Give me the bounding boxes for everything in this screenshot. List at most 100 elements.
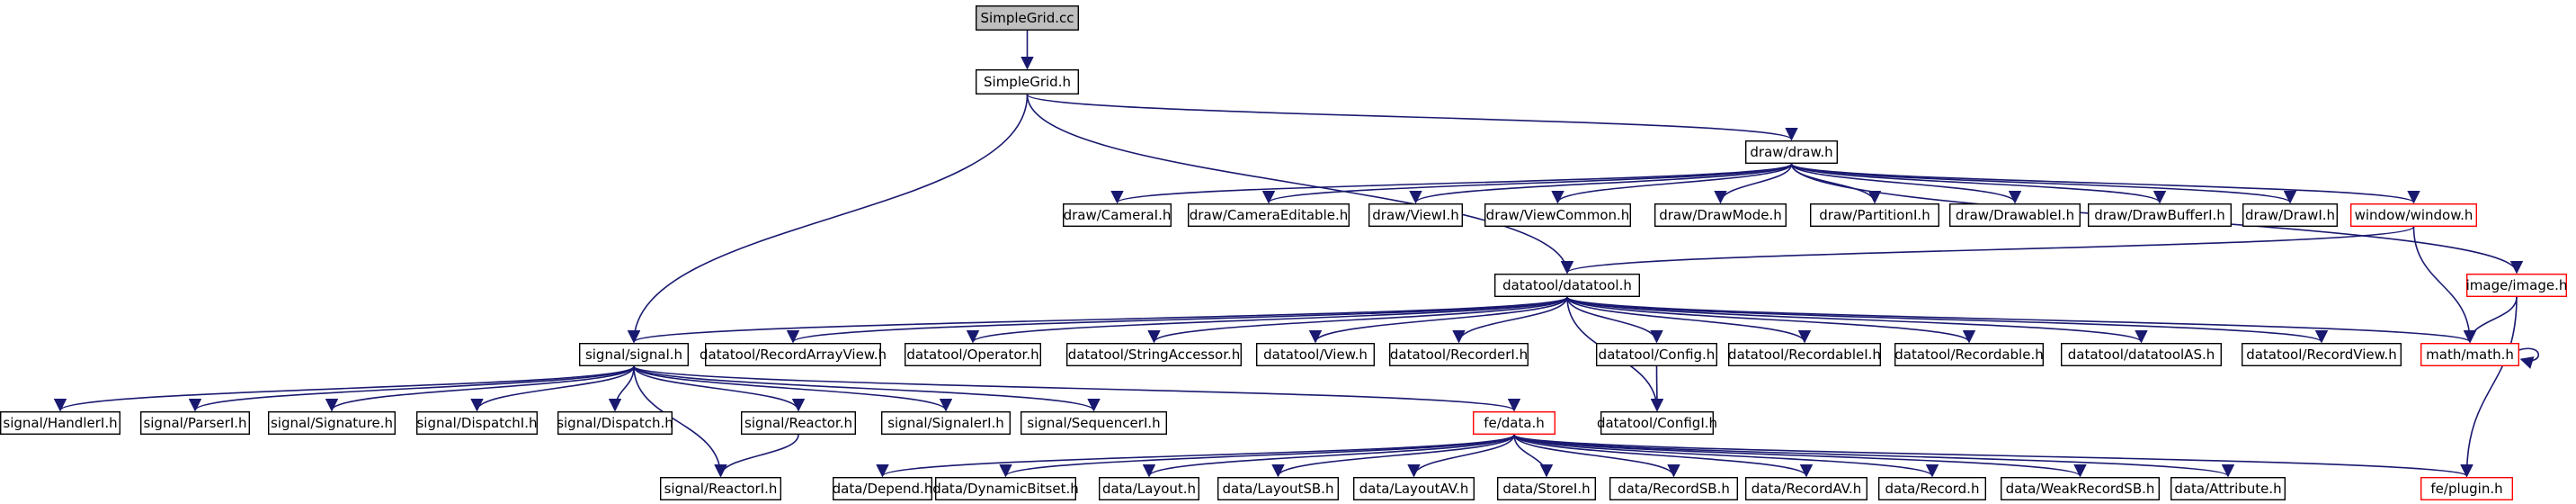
node-data_storei[interactable]: data/StoreI.h (1496, 477, 1596, 501)
node-simplegrid_cc[interactable]: SimpleGrid.cc (975, 4, 1079, 32)
node-sig_sequenceri[interactable]: signal/SequencerI.h (1020, 411, 1167, 436)
node-box[interactable] (1472, 411, 1555, 436)
node-box[interactable] (1609, 477, 1738, 501)
node-draw_drawmode[interactable]: draw/DrawMode.h (1653, 202, 1787, 227)
node-box[interactable] (1352, 477, 1475, 501)
node-box[interactable] (1948, 202, 2081, 227)
node-box[interactable] (2349, 202, 2477, 227)
node-image_h[interactable]: image/image.h (2465, 274, 2568, 298)
node-box[interactable] (975, 68, 1079, 94)
node-dt_recordablei[interactable]: datatool/RecordableI.h (1727, 343, 1881, 367)
node-data_weakrecordsb[interactable]: data/WeakRecordSB.h (2000, 477, 2160, 501)
node-dt_recordable[interactable]: datatool/Recordable.h (1894, 343, 2044, 367)
node-box[interactable] (1600, 411, 1714, 436)
node-sig_signaleri[interactable]: signal/SignalerI.h (881, 411, 1012, 436)
node-box[interactable] (705, 343, 882, 367)
node-box[interactable] (1877, 477, 1986, 501)
node-box[interactable] (1809, 202, 1939, 227)
node-sig_handleri[interactable]: signal/HandlerI.h (0, 411, 121, 436)
node-signal_h[interactable]: signal/signal.h (579, 343, 690, 367)
node-data_recordsb[interactable]: data/RecordSB.h (1609, 477, 1738, 501)
node-dt_datatoolas[interactable]: datatool/datatoolAS.h (2060, 343, 2222, 367)
node-draw_cameraeditable[interactable]: draw/CameraEditable.h (1187, 202, 1350, 227)
node-dt_config[interactable]: datatool/Config.h (1595, 343, 1717, 367)
node-data_recordav[interactable]: data/RecordAV.h (1744, 477, 1867, 501)
node-data_record[interactable]: data/Record.h (1877, 477, 1986, 501)
node-draw_camerai[interactable]: draw/CameraI.h (1062, 202, 1172, 227)
node-box[interactable] (0, 411, 121, 436)
node-box[interactable] (2060, 343, 2222, 367)
node-data_layoutav[interactable]: data/LayoutAV.h (1352, 477, 1475, 501)
node-box[interactable] (934, 477, 1076, 501)
node-box[interactable] (905, 343, 1042, 367)
node-box[interactable] (833, 477, 933, 501)
node-box[interactable] (1388, 343, 1529, 367)
node-data_depend[interactable]: data/Depend.h (833, 477, 933, 501)
node-math_h[interactable]: math/math.h (2420, 343, 2519, 367)
node-dt_recordview[interactable]: datatool/RecordView.h (2241, 343, 2402, 367)
node-box[interactable] (1368, 202, 1463, 227)
node-fe_data[interactable]: fe/data.h (1472, 411, 1555, 436)
node-data_layoutsb[interactable]: data/LayoutSB.h (1217, 477, 1339, 501)
node-dt_configi[interactable]: datatool/ConfigI.h (1597, 411, 1717, 436)
node-box[interactable] (557, 411, 673, 436)
node-box[interactable] (2170, 477, 2286, 501)
node-box[interactable] (1255, 343, 1375, 367)
node-box[interactable] (1496, 477, 1596, 501)
node-box[interactable] (1744, 140, 1838, 164)
node-box[interactable] (2087, 202, 2232, 227)
node-dt_recorderi[interactable]: datatool/RecorderI.h (1388, 343, 1529, 367)
node-draw_partitioni[interactable]: draw/PartitionI.h (1809, 202, 1939, 227)
node-box[interactable] (1020, 411, 1167, 436)
node-box[interactable] (1493, 274, 1640, 298)
node-dt_operator[interactable]: datatool/Operator.h (905, 343, 1042, 367)
node-box[interactable] (1065, 343, 1242, 367)
node-sig_parseri[interactable]: signal/ParserI.h (139, 411, 250, 436)
node-draw_h[interactable]: draw/draw.h (1744, 140, 1838, 164)
node-box[interactable] (1727, 343, 1881, 367)
node-data_dynamicbitset[interactable]: data/DynamicBitset.h (932, 477, 1079, 501)
node-box[interactable] (660, 477, 782, 501)
node-box[interactable] (268, 411, 397, 436)
node-sig_dispatchi[interactable]: signal/DispatchI.h (416, 411, 539, 436)
node-box[interactable] (1484, 202, 1631, 227)
node-box[interactable] (1062, 202, 1172, 227)
node-sig_reactori[interactable]: signal/ReactorI.h (660, 477, 782, 501)
node-box[interactable] (975, 4, 1079, 32)
node-draw_viewi[interactable]: draw/ViewI.h (1368, 202, 1463, 227)
node-dt_recordarrayview[interactable]: datatool/RecordArrayView.h (700, 343, 887, 367)
node-box[interactable] (416, 411, 539, 436)
node-box[interactable] (2420, 477, 2513, 501)
node-box[interactable] (881, 411, 1012, 436)
node-sig_signature[interactable]: signal/Signature.h (268, 411, 397, 436)
node-data_attribute[interactable]: data/Attribute.h (2170, 477, 2286, 501)
node-box[interactable] (1744, 477, 1867, 501)
node-box[interactable] (741, 411, 857, 436)
node-simplegrid_h[interactable]: SimpleGrid.h (975, 68, 1079, 94)
node-box[interactable] (2000, 477, 2160, 501)
node-box[interactable] (2420, 343, 2519, 367)
node-draw_viewcommon[interactable]: draw/ViewCommon.h (1484, 202, 1631, 227)
node-dt_view[interactable]: datatool/View.h (1255, 343, 1375, 367)
node-box[interactable] (1595, 343, 1717, 367)
node-box[interactable] (139, 411, 250, 436)
node-draw_drawbufferi[interactable]: draw/DrawBufferI.h (2087, 202, 2232, 227)
node-window_h[interactable]: window/window.h (2349, 202, 2477, 227)
node-sig_dispatch[interactable]: signal/Dispatch.h (557, 411, 673, 436)
node-box[interactable] (1098, 477, 1199, 501)
node-box[interactable] (2465, 274, 2567, 298)
node-dt_stringaccessor[interactable]: datatool/StringAccessor.h (1065, 343, 1242, 367)
node-box[interactable] (1894, 343, 2044, 367)
node-sig_reactor[interactable]: signal/Reactor.h (741, 411, 857, 436)
node-box[interactable] (579, 343, 690, 367)
node-data_layout[interactable]: data/Layout.h (1098, 477, 1199, 501)
node-datatool_h[interactable]: datatool/datatool.h (1493, 274, 1640, 298)
node-box[interactable] (1217, 477, 1339, 501)
node-box[interactable] (2241, 343, 2402, 367)
node-box[interactable] (2242, 202, 2338, 227)
node-box[interactable] (1187, 202, 1350, 227)
node-draw_drawi[interactable]: draw/DrawI.h (2242, 202, 2338, 227)
node-draw_drawablei[interactable]: draw/DrawableI.h (1948, 202, 2081, 227)
node-fe_plugin[interactable]: fe/plugin.h (2420, 477, 2513, 501)
node-box[interactable] (1653, 202, 1787, 227)
